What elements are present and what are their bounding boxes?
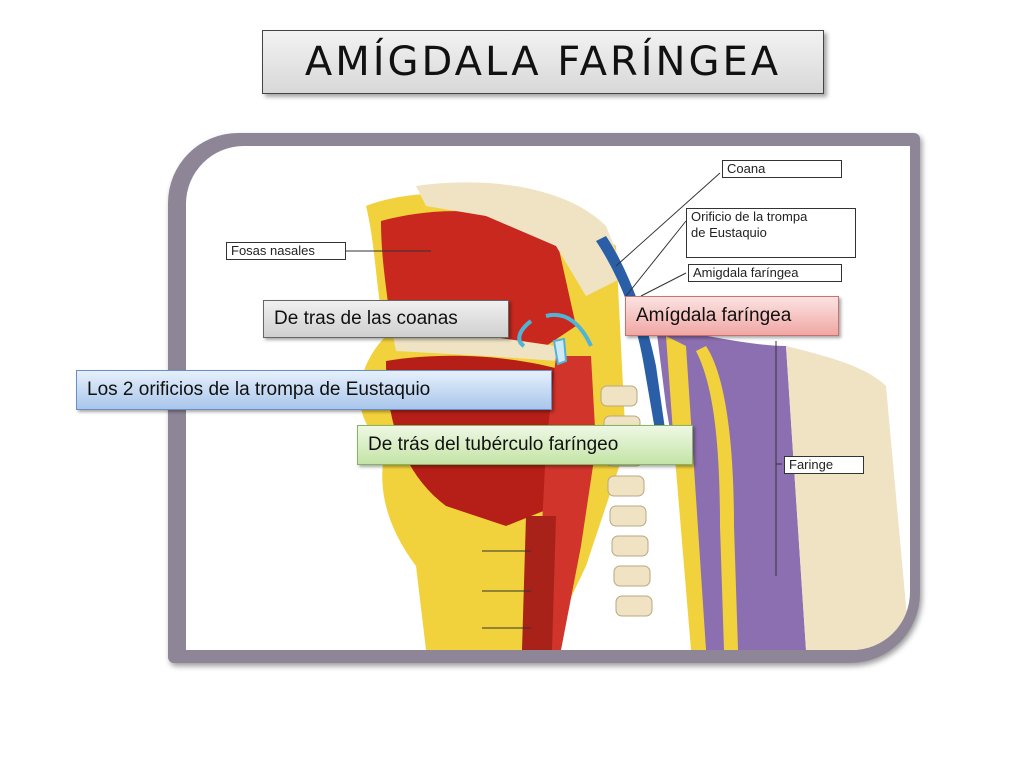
callout-amigdala: Amígdala faríngea	[625, 296, 839, 336]
label-amigdala: Amigdala faríngea	[688, 264, 842, 282]
page-title: AMÍGDALA FARÍNGEA	[304, 39, 782, 85]
title-box: AMÍGDALA FARÍNGEA	[262, 30, 824, 94]
label-fosas-nasales: Fosas nasales	[226, 242, 346, 260]
cranial-base	[416, 182, 626, 296]
vertebra	[600, 385, 638, 407]
callout-eustaquio: Los 2 orificios de la trompa de Eustaqui…	[76, 370, 552, 410]
choana-highlight	[517, 312, 593, 348]
label-orificio-line1: Orificio de la trompa	[691, 209, 808, 224]
leader-line	[625, 220, 687, 297]
label-coana: Coana	[722, 160, 842, 178]
leader-line	[640, 272, 687, 297]
vessel	[596, 236, 666, 436]
vertebra	[613, 565, 651, 587]
label-faringe: Faringe	[784, 456, 864, 474]
callout-tuberculo: De trás del tubérculo faríngeo	[357, 425, 693, 465]
retropharyngeal-layer	[666, 336, 706, 650]
label-orificio-trompa: Orificio de la trompa de Eustaquio	[686, 208, 856, 258]
vertebra	[615, 595, 653, 617]
vertebra	[609, 505, 647, 527]
callout-coanas: De tras de las coanas	[263, 300, 509, 338]
eustachian-orifice-highlight	[552, 337, 568, 366]
spinal-cord	[696, 346, 738, 650]
label-orificio-line2: de Eustaquio	[691, 225, 767, 240]
vertebra	[607, 475, 645, 497]
vertebra	[611, 535, 649, 557]
leader-line	[615, 172, 721, 267]
posterior-neck	[786, 346, 910, 650]
trachea	[522, 516, 556, 650]
